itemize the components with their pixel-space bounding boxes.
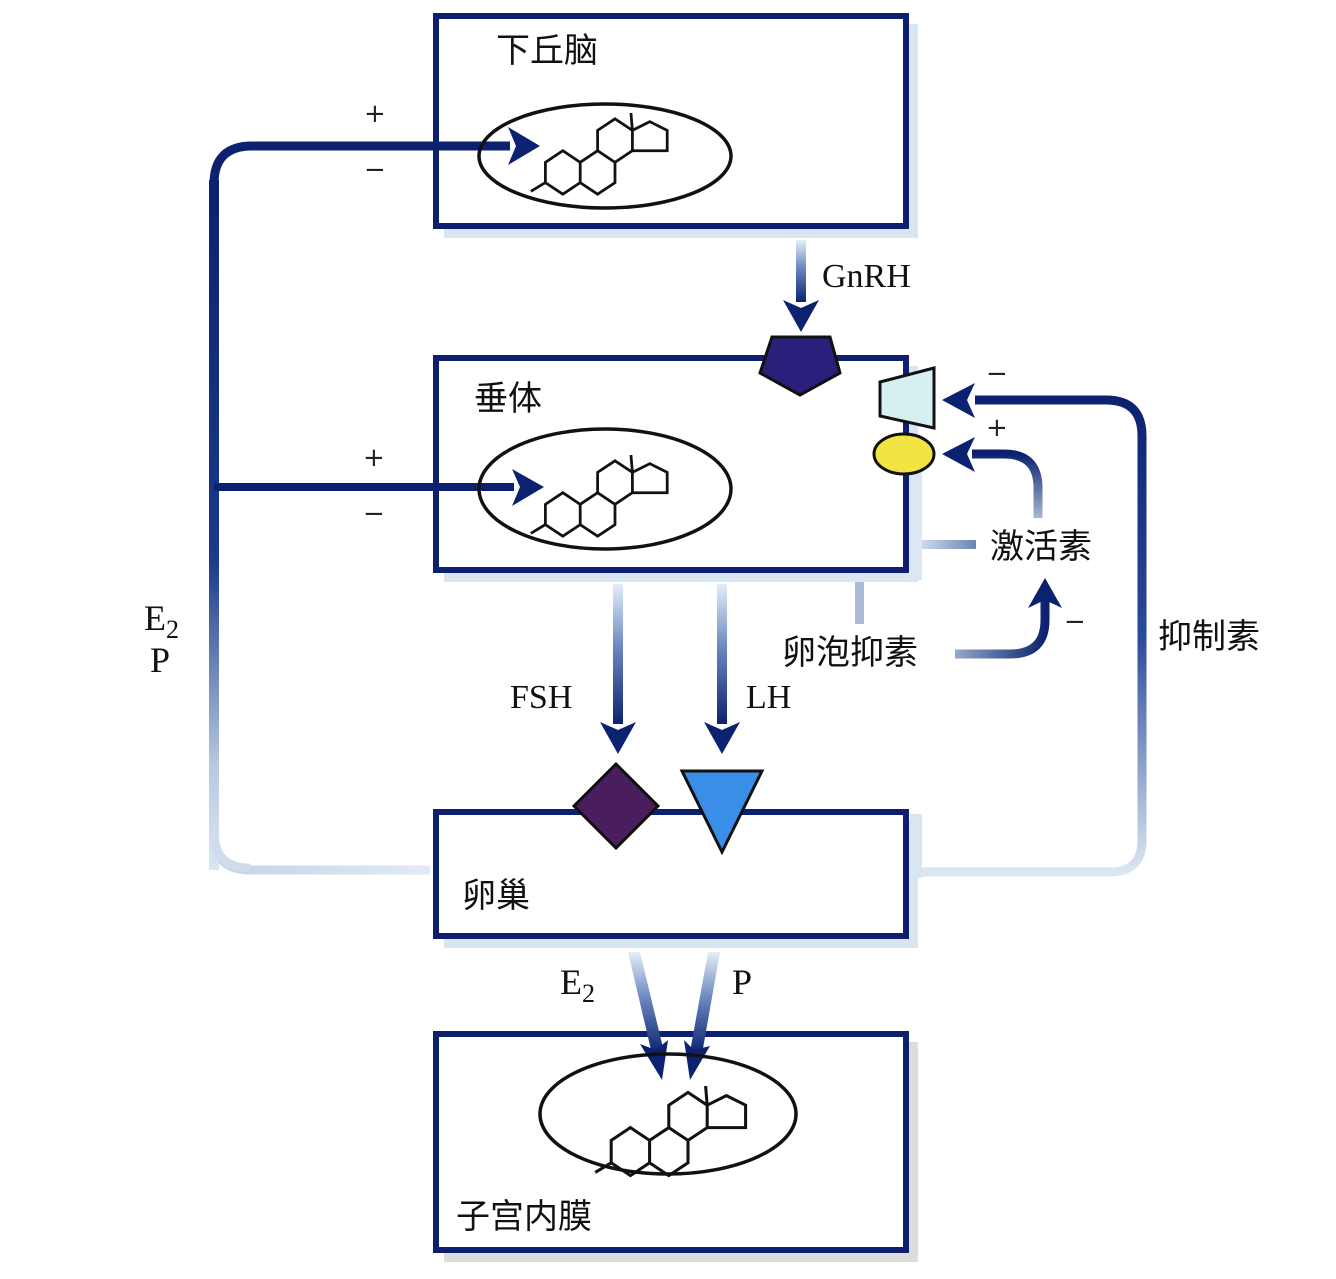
hypothalamus-plus-sign: +	[364, 99, 386, 129]
pituitary-side-shade	[908, 470, 922, 580]
follistatin-arrow	[955, 598, 1050, 659]
pituitary-steroid-cell	[477, 427, 733, 551]
inhibin-receptor-trapezoid	[878, 366, 936, 430]
inhibin-feedback-loop	[910, 395, 1147, 878]
steroid-bond-5	[629, 454, 634, 473]
inhibin-label: 抑制素	[1158, 617, 1260, 657]
steroid-bond-4	[706, 1093, 748, 1130]
hypothalamus-steroid-cell	[477, 102, 733, 210]
pituitary-minus-sign: −	[363, 499, 385, 529]
follistatin-minus-sign: −	[1064, 607, 1086, 637]
steroid-structure-icon	[530, 454, 669, 538]
gnrh-label: GnRH	[822, 258, 911, 295]
fsh-receptor-diamond	[571, 761, 661, 851]
gnrh-receptor-pentagon	[758, 335, 842, 397]
steroid-bond-2	[648, 1125, 690, 1178]
steroid-bond-5	[704, 1085, 709, 1106]
endometrium-arrows	[628, 952, 720, 1080]
arrowhead-inhibin	[942, 383, 975, 418]
hypothalamus-minus-sign: −	[364, 155, 386, 185]
steroid-bond-0	[609, 1125, 652, 1178]
steroid-bond-1	[530, 181, 547, 193]
steroid-bond-3	[596, 459, 634, 506]
follistatin-label: 卵泡抑素	[782, 633, 918, 673]
activin-connector	[914, 540, 976, 549]
steroid-bond-3	[596, 117, 634, 164]
fsh-arrow-shaft	[613, 584, 623, 724]
activin-receptor-ellipse	[872, 432, 936, 476]
steroid-bond-3	[667, 1090, 709, 1142]
steroid-bond-4	[631, 462, 669, 495]
ovary-box	[433, 809, 909, 939]
pituitary-label: 垂体	[474, 379, 542, 419]
lh-label: LH	[746, 679, 791, 716]
arrowhead-fsh	[600, 722, 636, 754]
endometrium-box	[433, 1031, 909, 1253]
follistatin-connector	[855, 582, 864, 624]
inhibin-minus-sign: −	[986, 359, 1008, 389]
activin-plus-sign: +	[986, 413, 1008, 443]
p-endometrium-label: P	[732, 962, 752, 1002]
e2-p-feedback-loop	[209, 141, 510, 875]
ovary-label: 卵巢	[462, 876, 530, 916]
fsh-label: FSH	[510, 679, 572, 716]
steroid-structure-icon	[530, 112, 669, 196]
lh-arrow-shaft	[717, 584, 727, 724]
hypothalamus-label: 下丘脑	[496, 31, 598, 71]
endometrium-label: 子宫内膜	[456, 1197, 592, 1237]
arrowhead-follistatin	[1028, 578, 1062, 608]
steroid-bond-2	[579, 149, 617, 196]
steroid-bond-1	[530, 523, 547, 535]
pituitary-plus-sign: +	[363, 443, 385, 473]
endometrium-steroid-cell	[538, 1052, 798, 1178]
lh-receptor-triangle	[679, 769, 765, 856]
steroid-bond-5	[629, 112, 634, 131]
arrowhead-activin	[942, 437, 975, 472]
arrowhead-gnrh	[783, 300, 819, 332]
pituitary-box	[433, 355, 909, 573]
arrowhead-hypothalamus-top	[508, 127, 540, 165]
e2-feedback-label: E2	[144, 598, 179, 644]
e2-endometrium-label: E2	[560, 962, 595, 1008]
steroid-structure-icon	[594, 1085, 748, 1178]
steroid-bond-4	[631, 120, 669, 153]
steroid-bond-1	[594, 1161, 612, 1174]
activin-arrow	[972, 449, 1043, 518]
steroid-bond-2	[579, 491, 617, 538]
p-feedback-label: P	[150, 640, 170, 680]
arrowhead-lh	[704, 722, 740, 754]
activin-label: 激活素	[990, 527, 1092, 567]
arrowhead-pituitary-top	[512, 469, 544, 506]
gnrh-arrow-shaft	[796, 240, 806, 302]
